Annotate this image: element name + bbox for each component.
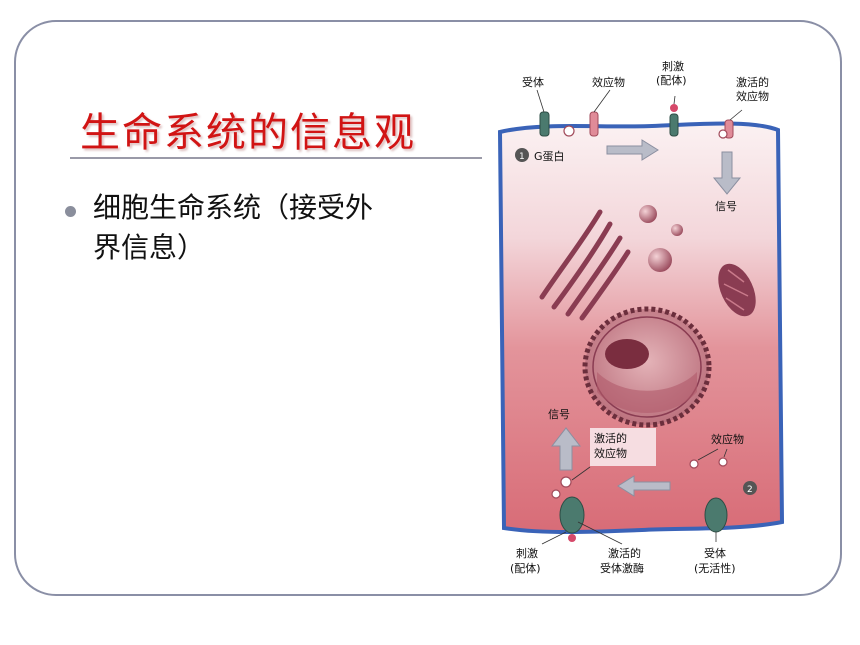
label-activated-effector-top: 激活的 bbox=[736, 75, 769, 89]
label-effector-top: 效应物 bbox=[592, 75, 625, 89]
label-activated-effector-bottom: 激活的 bbox=[594, 431, 627, 445]
bullet-icon bbox=[65, 206, 76, 217]
vesicle-2 bbox=[671, 224, 683, 236]
label-receptor-inactive: 受体 bbox=[704, 546, 726, 560]
badge-2-icon bbox=[743, 481, 757, 495]
label-ligand-top: (配体) bbox=[656, 73, 687, 87]
badge-2-label: 2 bbox=[747, 485, 753, 495]
arrow-left-icon bbox=[617, 475, 671, 497]
cell-diagram: 受体 效应物 刺激 (配体) 激活的 效应物 1 G蛋白 信号 bbox=[497, 59, 785, 575]
label-activated-effector-top-2: 效应物 bbox=[736, 89, 769, 103]
arrow-right-icon bbox=[606, 139, 659, 161]
receptor-kinase-active-shape bbox=[559, 496, 585, 534]
slide-title: 生命系统的信息观 bbox=[80, 110, 416, 156]
label-signal-top: 信号 bbox=[715, 200, 737, 213]
label-signal-bottom: 信号 bbox=[548, 408, 570, 421]
g-protein-shape bbox=[563, 125, 575, 137]
badge-1-label: 1 bbox=[519, 152, 525, 162]
label-receptor-inactive-2: (无活性) bbox=[694, 561, 736, 575]
label-activated-kinase: 激活的 bbox=[608, 546, 641, 560]
label-activated-effector-bottom-2: 效应物 bbox=[594, 446, 627, 460]
label-g-protein: G蛋白 bbox=[534, 149, 565, 163]
ligand-top bbox=[670, 104, 678, 112]
receptor-top-shape bbox=[539, 111, 550, 137]
bullet-text: 细胞生命系统（接受外界信息） bbox=[93, 191, 374, 264]
vesicle-3 bbox=[648, 248, 672, 272]
ligand-bottom bbox=[568, 534, 576, 542]
arrow-up-icon bbox=[550, 427, 582, 471]
label-stimulus-top: 刺激 bbox=[662, 59, 684, 73]
stimulus-receptor-shape bbox=[669, 113, 679, 137]
label-stimulus-bottom: 刺激 bbox=[516, 546, 538, 560]
arrow-down-icon bbox=[712, 151, 742, 195]
label-receptor-top: 受体 bbox=[522, 75, 544, 89]
effector-top-shape bbox=[589, 111, 599, 137]
label-ligand-bottom: (配体) bbox=[510, 561, 541, 575]
receptor-inactive-shape bbox=[704, 497, 728, 533]
label-activated-kinase-2: 受体激酶 bbox=[600, 561, 644, 575]
cell-signaling-figure: 受体 效应物 刺激 (配体) 激活的 效应物 1 G蛋白 信号 bbox=[482, 52, 792, 590]
badge-1-icon bbox=[515, 148, 529, 162]
nucleus-icon bbox=[582, 306, 712, 428]
golgi-icon bbox=[539, 209, 631, 321]
vesicle-1 bbox=[639, 205, 657, 223]
label-effector-bottom: 效应物 bbox=[711, 432, 744, 446]
title-divider bbox=[70, 157, 490, 159]
mitochondrion-icon bbox=[718, 263, 756, 317]
